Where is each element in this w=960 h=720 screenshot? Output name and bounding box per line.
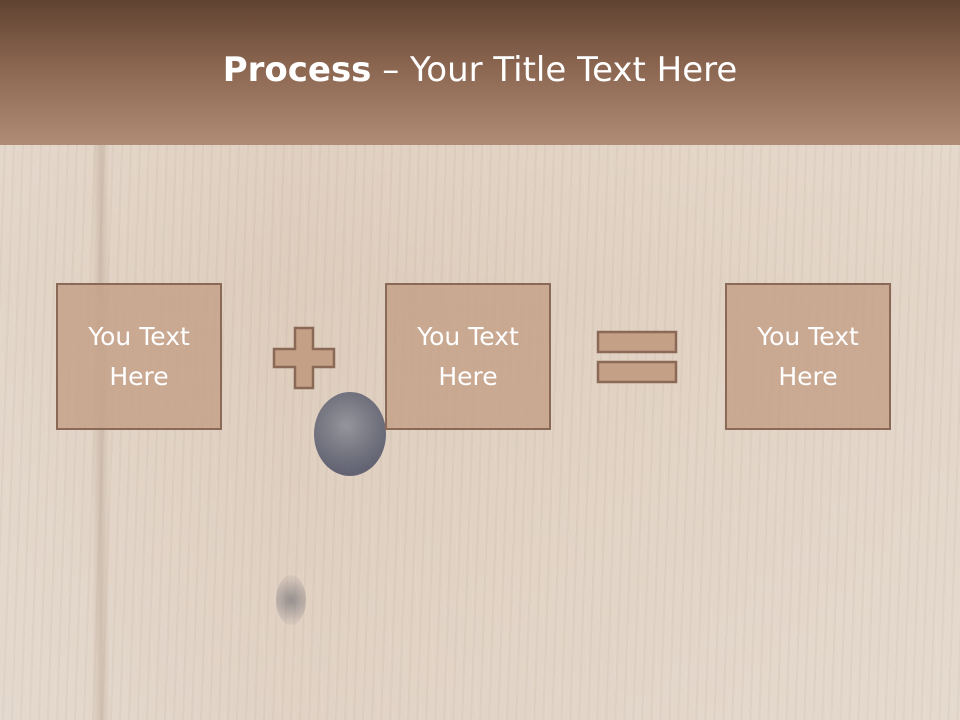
plus-icon: [272, 326, 336, 390]
process-box-3[interactable]: You Text Here: [725, 283, 891, 430]
title-bold: Process: [222, 49, 372, 90]
equals-icon: [596, 330, 678, 384]
process-box-1[interactable]: You Text Here: [56, 283, 222, 430]
box-text-line1: You Text: [88, 321, 190, 351]
nail-head-image: [314, 392, 386, 476]
title-bar: Process – Your Title Text Here: [0, 0, 960, 145]
box-text-line2: Here: [438, 361, 498, 391]
wood-seam: [92, 145, 110, 720]
process-box-2[interactable]: You Text Here: [385, 283, 551, 430]
slide-title[interactable]: Process – Your Title Text Here: [223, 50, 738, 90]
box-text-line1: You Text: [417, 321, 519, 351]
box-text-line2: Here: [109, 361, 169, 391]
title-rest: – Your Title Text Here: [371, 49, 738, 90]
wood-knot: [276, 575, 306, 625]
box-text-line1: You Text: [757, 321, 859, 351]
box-text-line2: Here: [778, 361, 838, 391]
